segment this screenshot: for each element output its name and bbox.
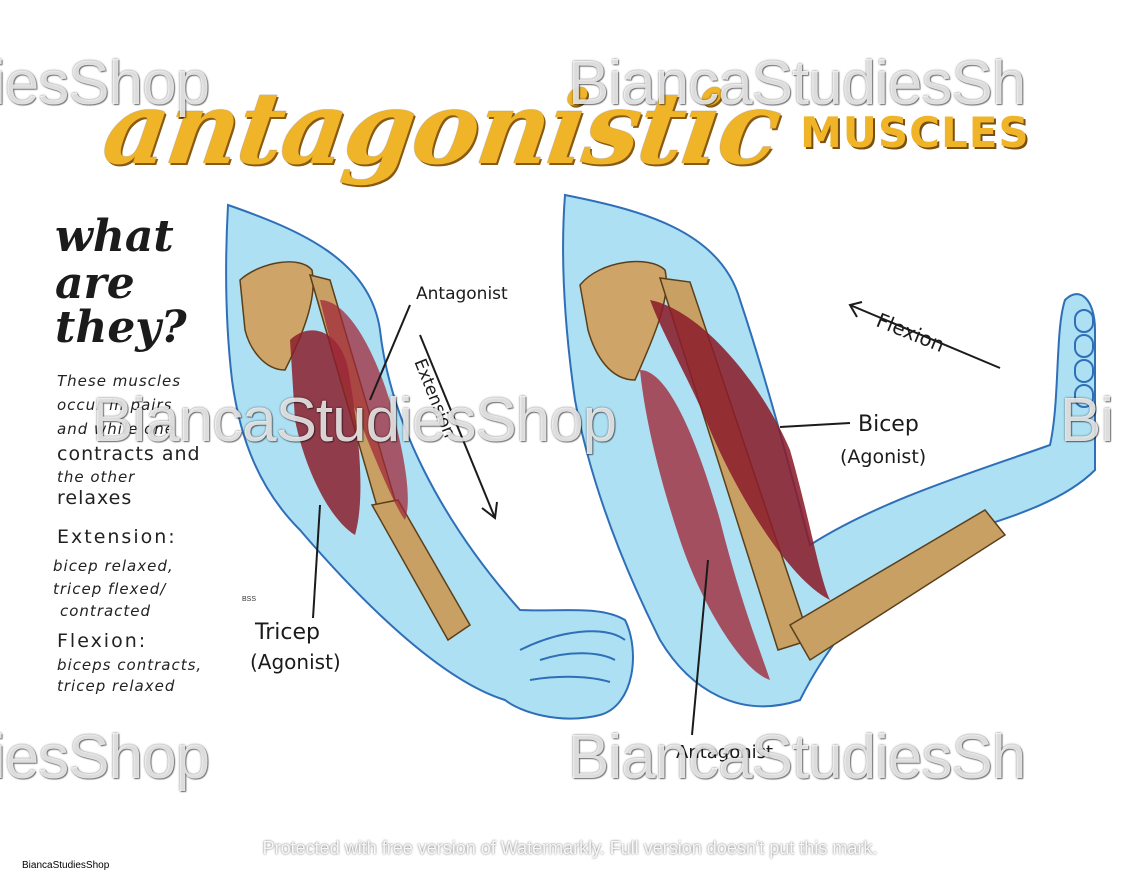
extension-line-2: tricep flexed/ (53, 580, 167, 598)
flexion-arrow (848, 301, 1001, 369)
right-forearm-bones (788, 509, 1007, 662)
left-hand-outline (519, 630, 626, 683)
title-caps: MUSCLES (800, 108, 1030, 157)
question-line-2: are (55, 258, 135, 309)
flexion-line-2: tricep relaxed (57, 677, 176, 695)
question-line-1: what (55, 211, 174, 262)
label-antagonist-right: Antagonist (676, 742, 774, 763)
label-antagonist-left: Antagonist (416, 284, 508, 304)
extension-line-1: bicep relaxed, (53, 557, 174, 575)
extension-arrow (419, 334, 498, 520)
watermark-bottom-left: iesShop (0, 723, 210, 792)
question-line-3: they? (55, 302, 187, 353)
watermark-bottom-right: BiancaStudiesSh (568, 723, 1026, 792)
label-tricep: Tricep (255, 620, 320, 645)
left-tricep-muscle (290, 330, 361, 535)
watermark-middle: BiancaStudiesShop (92, 386, 617, 455)
note-intro-1: These muscles (57, 372, 182, 390)
extension-line-3: contracted (60, 602, 152, 620)
left-bicep-muscle (320, 300, 408, 520)
watermark-protected-notice: Protected with free version of Watermark… (262, 838, 878, 858)
left-forearm-bones (370, 499, 471, 642)
right-hand-fingers (1074, 309, 1094, 408)
bss-mark: BSS (242, 596, 257, 603)
note-intro-5: the other (57, 468, 136, 486)
right-bicep-muscle (650, 300, 830, 600)
note-intro-4: contracts and (57, 443, 201, 465)
watermark-top-right: BiancaStudiesSh (568, 49, 1026, 118)
right-tricep-muscle (640, 370, 770, 680)
note-relaxes: relaxes (57, 487, 133, 509)
extension-title: Extension: (57, 526, 177, 548)
label-bicep: Bicep (858, 412, 919, 437)
label-tricep-role: (Agonist) (250, 650, 341, 674)
label-bicep-role: (Agonist) (840, 446, 927, 468)
note-intro-2: occur in pairs (57, 396, 173, 414)
pointer-lines (312, 304, 851, 736)
note-intro-3: and while one (57, 420, 176, 438)
flexion-title: Flexion: (57, 630, 148, 652)
watermark-top-left: iesShop (0, 49, 210, 118)
watermark-middle-right: Bi (1060, 386, 1114, 455)
flexion-line-1: biceps contracts, (57, 656, 203, 674)
shop-name: BiancaStudiesShop (22, 860, 110, 871)
